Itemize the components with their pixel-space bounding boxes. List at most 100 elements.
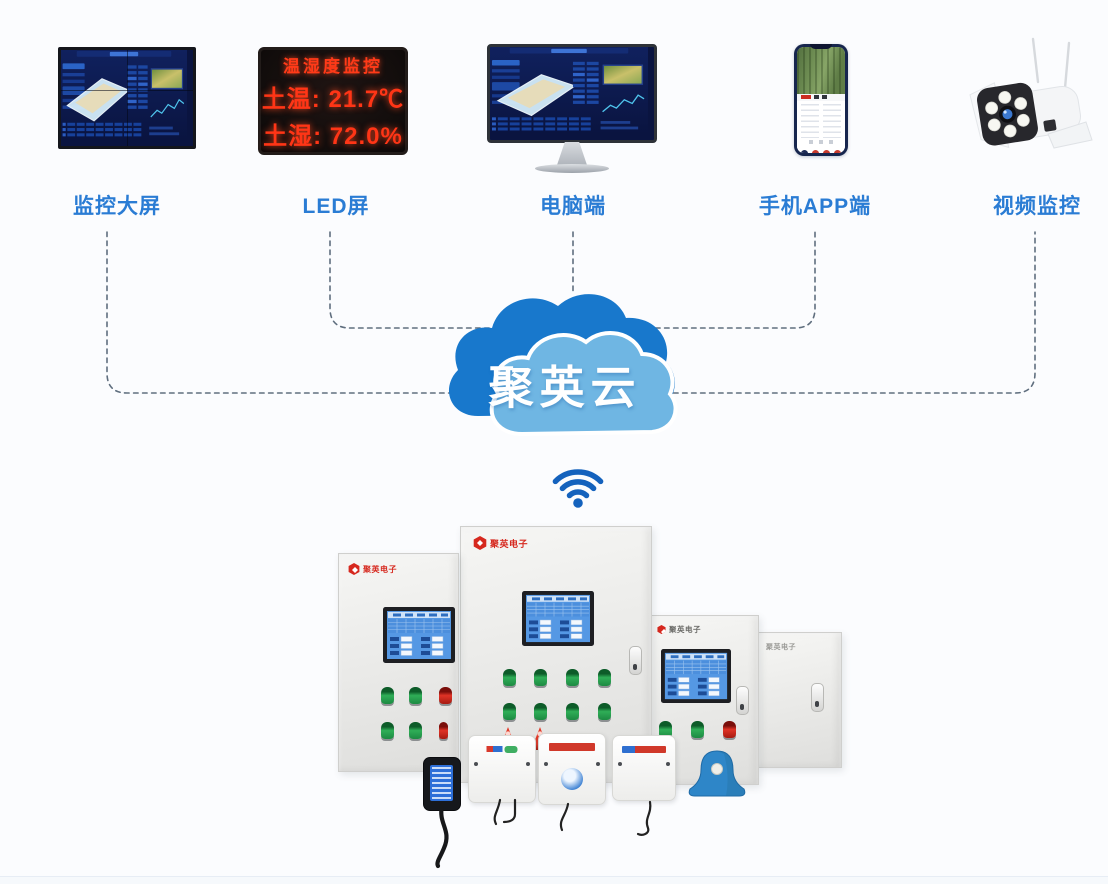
cabinet-logo: 聚英电子 bbox=[657, 624, 701, 635]
brand-text: 聚英电子 bbox=[766, 644, 796, 651]
led-display: 温湿度监控 土温: 21.7℃ 土湿: 72.0% bbox=[258, 47, 408, 155]
sensor-wire bbox=[636, 800, 652, 836]
sensor-wire bbox=[502, 798, 517, 824]
phone-chip bbox=[822, 95, 827, 100]
monitor-stand-base bbox=[535, 164, 609, 173]
phone-small-button bbox=[829, 140, 833, 145]
videowall-divider-horizontal bbox=[61, 90, 193, 92]
green-push-button bbox=[598, 669, 611, 686]
brand-text: 聚英电子 bbox=[363, 564, 397, 574]
screw bbox=[544, 762, 548, 766]
brand-hexagon-icon bbox=[348, 563, 360, 575]
cctv-camera bbox=[969, 37, 1093, 149]
green-push-button bbox=[381, 722, 394, 739]
phone-list-column bbox=[801, 103, 819, 138]
phone-list-column bbox=[823, 103, 841, 138]
phone-small-button bbox=[809, 140, 813, 145]
brand-hexagon-icon bbox=[473, 536, 487, 550]
hmi-touchscreen bbox=[522, 591, 594, 646]
cabinet-logo: 聚英电子 bbox=[766, 642, 796, 652]
red-push-button bbox=[439, 687, 452, 704]
label-camera: 视频监控 bbox=[993, 195, 1081, 218]
big-screen-display bbox=[58, 47, 196, 149]
phone-control-dots bbox=[797, 146, 845, 153]
pc-monitor-screen bbox=[487, 44, 657, 143]
green-push-button bbox=[566, 669, 579, 686]
sensor-label bbox=[549, 743, 595, 751]
brand-text: 聚英电子 bbox=[490, 538, 529, 549]
phone-data-list bbox=[797, 100, 845, 138]
phone-dot-red bbox=[834, 150, 841, 153]
bell-mount bbox=[688, 750, 746, 797]
wifi-icon bbox=[552, 469, 604, 508]
cabinet-d: 聚英电子 bbox=[758, 632, 842, 768]
camera-led-ring bbox=[985, 90, 1030, 138]
cabinet-logo: 聚英电子 bbox=[348, 563, 397, 575]
camera-antenna-left bbox=[1031, 37, 1040, 84]
monitor-stand-neck bbox=[557, 142, 587, 165]
door-handle bbox=[736, 686, 749, 715]
red-push-button bbox=[723, 721, 736, 738]
sensor-brand-band bbox=[549, 743, 595, 751]
screw bbox=[526, 762, 530, 766]
sensor-wire bbox=[559, 802, 570, 832]
cabinet-a: 聚英电子 bbox=[338, 553, 459, 772]
door-handle bbox=[811, 683, 824, 712]
screw bbox=[666, 762, 670, 766]
hmi-touchscreen bbox=[383, 607, 455, 663]
brand-hexagon-icon bbox=[657, 625, 666, 634]
phone-chip bbox=[814, 95, 819, 100]
phone-camera-feed bbox=[797, 47, 845, 94]
green-push-button bbox=[534, 703, 547, 720]
green-push-button bbox=[534, 669, 547, 686]
sensor-box-1 bbox=[468, 735, 536, 803]
cloud-label: 聚英云 bbox=[488, 362, 642, 413]
phone-button-row bbox=[797, 137, 845, 147]
sensor-wire bbox=[493, 798, 502, 826]
label-led: LED屏 bbox=[302, 195, 370, 218]
green-push-button bbox=[659, 721, 672, 738]
label-pc: 电脑端 bbox=[540, 195, 606, 218]
screw bbox=[474, 762, 478, 766]
phone-dot-red bbox=[812, 150, 819, 153]
phone-small-button bbox=[819, 140, 823, 145]
door-handle bbox=[629, 646, 642, 675]
phone-toolbar bbox=[797, 93, 845, 101]
cabinet-logo: 聚英电子 bbox=[473, 536, 528, 550]
screw bbox=[618, 762, 622, 766]
green-push-button bbox=[503, 703, 516, 720]
handheld-screen bbox=[430, 765, 453, 801]
sensor-brand-mark bbox=[486, 746, 503, 752]
red-push-button bbox=[439, 722, 448, 739]
sensor-logo-circle bbox=[561, 768, 583, 790]
phone-dot-red bbox=[823, 150, 830, 153]
label-big-screen: 监控大屏 bbox=[73, 195, 161, 218]
sensor-label bbox=[622, 745, 666, 753]
led-soil-humidity: 土湿: 72.0% bbox=[263, 122, 403, 150]
phone-dot-navy bbox=[801, 150, 808, 153]
handheld-controller bbox=[423, 757, 461, 811]
cloud-front bbox=[489, 331, 678, 437]
sensor-box-3 bbox=[612, 735, 676, 801]
led-title: 温湿度监控 bbox=[283, 56, 383, 76]
phone-record-chip bbox=[801, 95, 811, 100]
camera-antenna-right bbox=[1063, 41, 1071, 90]
big-screen-dashboard bbox=[61, 50, 187, 140]
sensor-logo-swirl bbox=[504, 745, 518, 753]
phone-notch bbox=[810, 44, 832, 49]
camera-bracket bbox=[1047, 121, 1093, 149]
green-push-button bbox=[566, 703, 579, 720]
hmi-touchscreen bbox=[661, 649, 731, 703]
cables bbox=[435, 798, 652, 869]
phone-screen bbox=[797, 47, 845, 153]
green-push-button bbox=[598, 703, 611, 720]
sensor-brand-band bbox=[622, 745, 666, 753]
pc-dashboard bbox=[490, 47, 648, 134]
sensor-box-2 bbox=[538, 733, 606, 805]
sensor-label bbox=[486, 745, 518, 753]
inner-connector-path bbox=[329, 231, 816, 329]
cloud-shape bbox=[448, 294, 678, 437]
label-app: 手机APP端 bbox=[758, 195, 872, 218]
screw bbox=[596, 762, 600, 766]
